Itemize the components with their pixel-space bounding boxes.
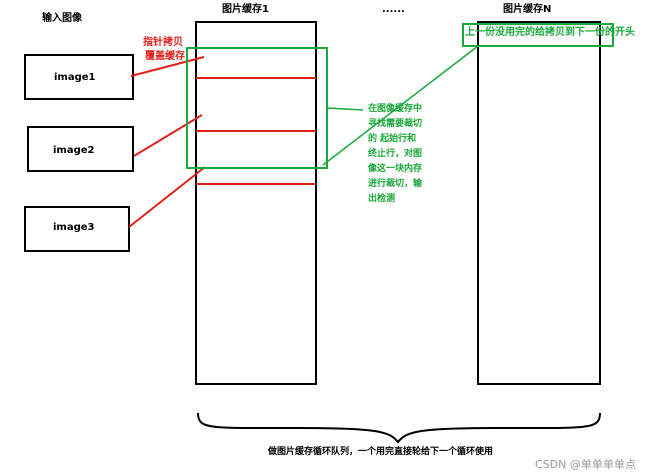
bottom-brace xyxy=(197,412,601,444)
crop-note-line-4: 终止行，对图 xyxy=(368,149,423,159)
carryover-note: 上一份没用完的给拷贝到下一份的开头 xyxy=(465,27,635,38)
crop-note-connector xyxy=(326,107,364,111)
image2-label: image2 xyxy=(53,145,95,156)
bufferN-box xyxy=(477,21,601,385)
crop-note-line-3: 的 起始行和 xyxy=(368,134,417,144)
bufferN-title: 图片缓存N xyxy=(503,4,552,15)
watermark: CSDN @单单单单点 xyxy=(535,458,636,471)
buffer1-title: 图片缓存1 xyxy=(222,4,269,15)
crop-note-line-6: 进行裁切，输 xyxy=(368,179,423,189)
crop-note-line-5: 像这一块内存 xyxy=(368,164,423,174)
pointer-note-line1: 指针拷贝 xyxy=(143,37,183,48)
input-images-title: 输入图像 xyxy=(42,13,82,24)
image3-label: image3 xyxy=(53,222,95,233)
buffer1-box xyxy=(195,21,317,385)
crop-note-line-2: 寻找需要裁切 xyxy=(368,119,423,129)
bufferN-carryover-box xyxy=(462,23,614,47)
ellipsis: ...... xyxy=(382,4,405,15)
image2-box xyxy=(27,126,134,172)
crop-region-box xyxy=(186,47,328,169)
crop-note-line-7: 出检测 xyxy=(368,194,396,204)
crop-note-line-1: 在图像缓存中 xyxy=(368,104,423,114)
image3-box xyxy=(24,206,130,252)
image3-pointer-line xyxy=(128,166,206,228)
carryover-line xyxy=(322,45,479,166)
image1-label: image1 xyxy=(54,72,96,83)
bottom-caption: 做图片缓存循环队列，一个用完直接轮给下一个循环使用 xyxy=(268,447,494,457)
image2-pointer-line xyxy=(133,114,203,157)
image1-pointer-line xyxy=(130,56,205,77)
image1-box xyxy=(24,54,134,100)
pointer-note-line2: 覆盖缓存 xyxy=(145,51,185,62)
